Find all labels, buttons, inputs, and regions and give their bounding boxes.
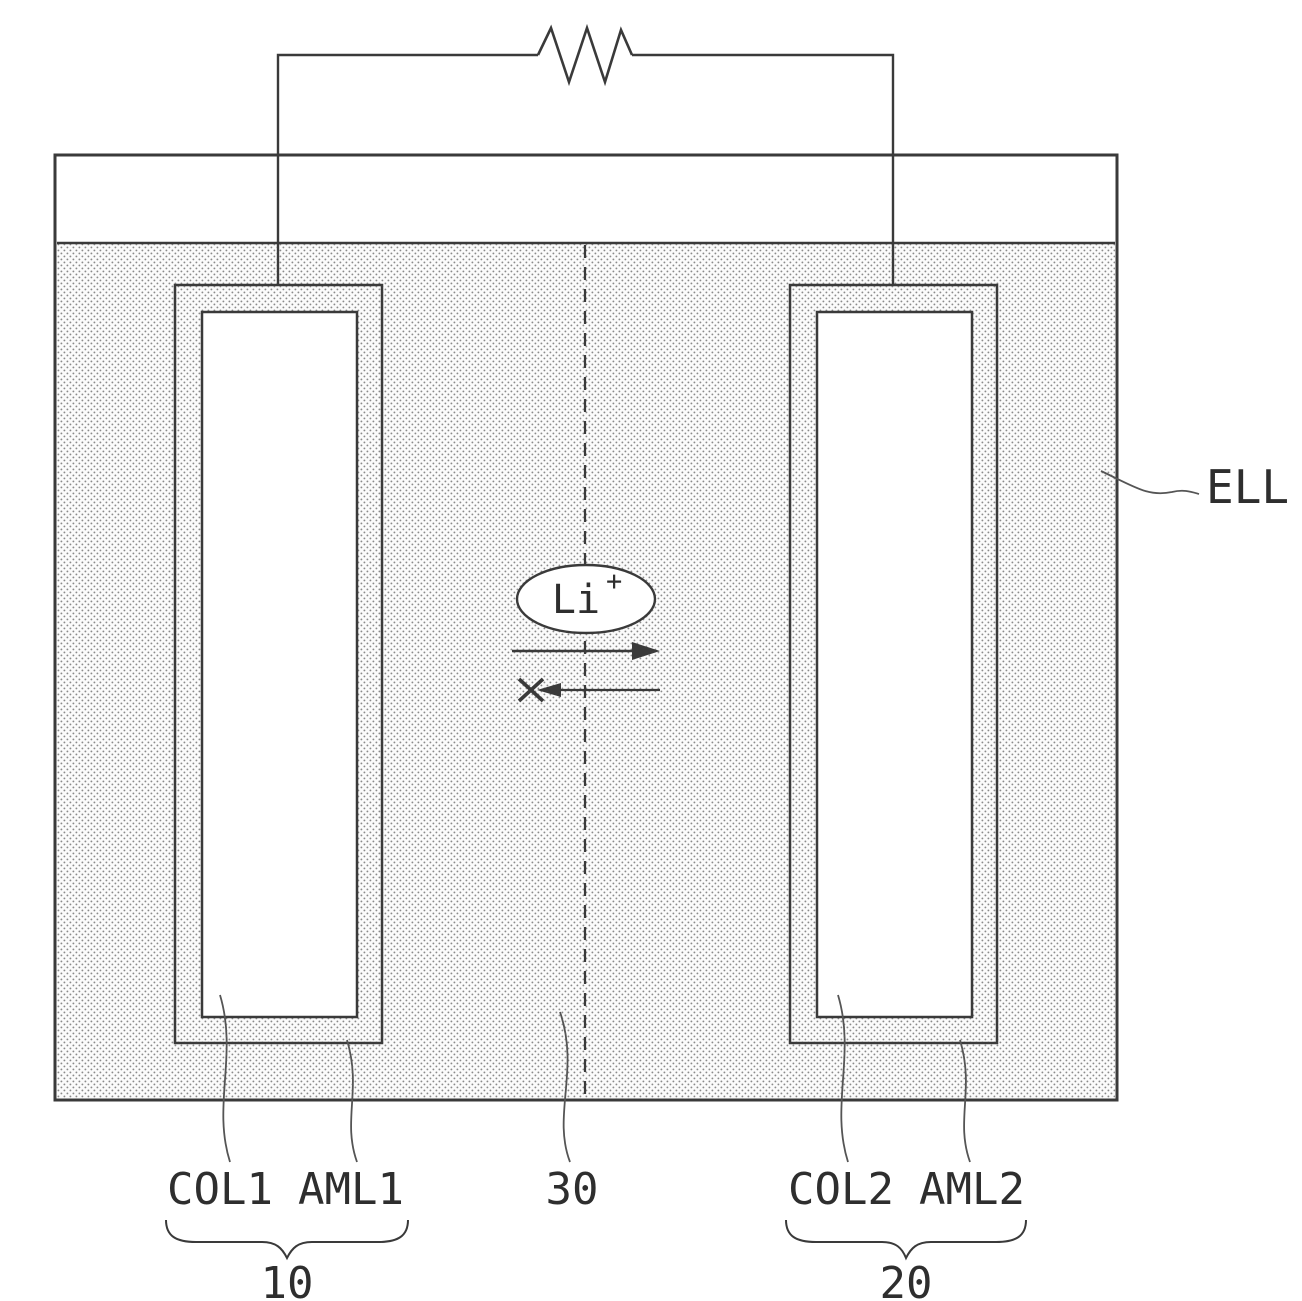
electrode-2	[788, 283, 999, 1045]
resistor-icon	[536, 23, 634, 87]
current-collector-2-label: COL2	[788, 1164, 894, 1215]
separator-label: 30	[546, 1164, 599, 1215]
separator-leader-line	[559, 1011, 571, 1163]
arrowhead-right-icon	[632, 642, 660, 660]
active-material-2-label: AML2	[919, 1164, 1025, 1215]
arrowhead-left-icon	[537, 683, 561, 697]
current-collector-1-label: COL1	[167, 1164, 273, 1215]
electrode-1-group-label: 10	[261, 1258, 314, 1301]
electrode-2-brace	[785, 1219, 1027, 1261]
active-material-1-label: AML1	[298, 1164, 404, 1215]
li-ion-label: Li	[552, 577, 600, 623]
li-ion-charge-label: +	[606, 566, 622, 597]
col2-leader-line	[837, 994, 849, 1163]
cell-container	[53, 153, 1119, 1102]
circuit-wire-left	[276, 53, 538, 295]
ell-leader-line	[1100, 470, 1200, 495]
electrolyte-label: ELL	[1206, 460, 1289, 514]
col1-leader-line	[219, 994, 231, 1163]
x-mark-icon	[517, 677, 545, 703]
circuit-wire-right	[632, 53, 895, 295]
electrode-2-group-label: 20	[880, 1258, 933, 1301]
current-collector-2	[815, 310, 974, 1019]
electrode-1-brace	[165, 1219, 409, 1261]
current-collector-1	[200, 310, 359, 1019]
aml2-leader-line	[959, 1039, 971, 1163]
li-ion-ellipse	[515, 563, 657, 635]
electrode-1	[173, 283, 384, 1045]
blocked-direction-arrow	[517, 677, 660, 703]
ion-direction-arrow	[512, 642, 660, 660]
aml1-leader-line	[346, 1039, 358, 1163]
